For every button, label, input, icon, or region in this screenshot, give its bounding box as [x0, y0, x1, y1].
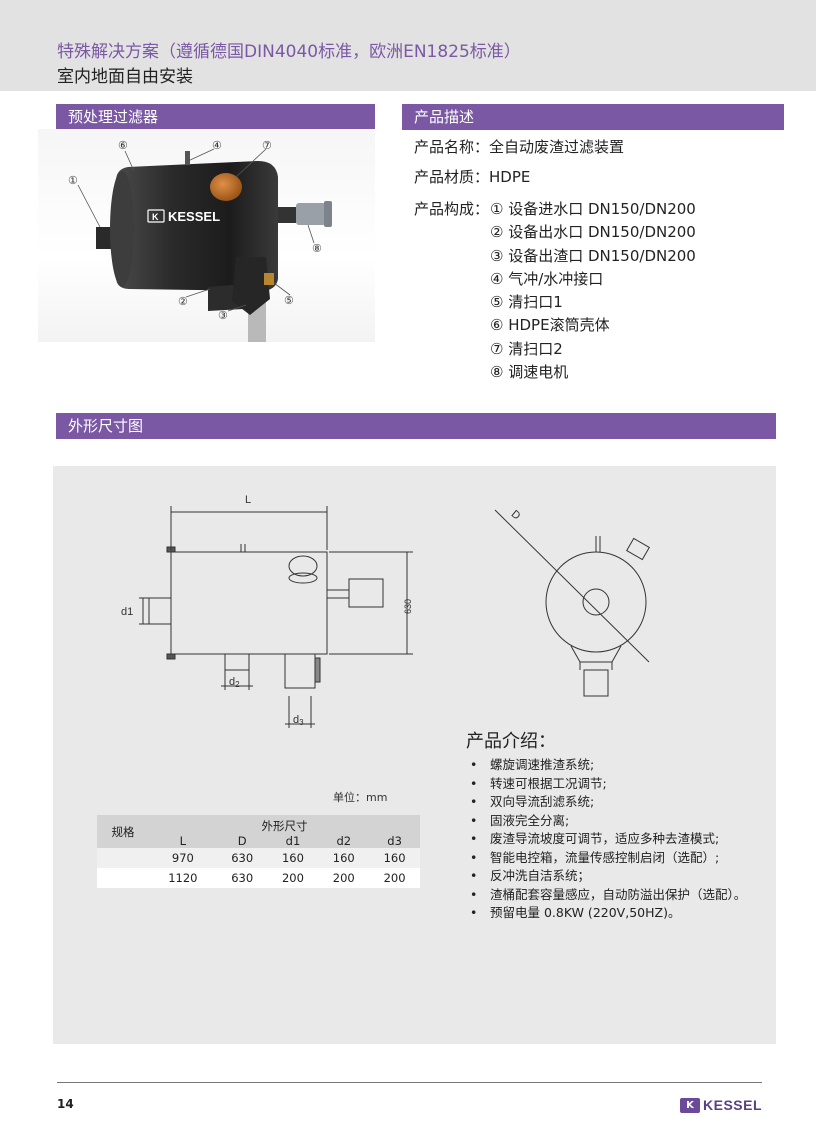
slag-outlet — [232, 257, 270, 315]
section-bar-dimension-drawing: 外形尺寸图 — [56, 413, 776, 439]
dim-label-L: L — [245, 494, 251, 506]
table-cell: 200 — [281, 871, 304, 885]
section-bar-pretreatment: 预处理过滤器 — [56, 104, 375, 130]
callout-2: ② — [178, 296, 188, 308]
technical-drawing: L d1 d2 d3 D 630 — [121, 494, 650, 728]
table-cell: 970 — [171, 851, 194, 865]
drawing-motor — [348, 578, 384, 608]
product-material-label: 产品材质： — [414, 168, 490, 186]
product-name-label: 产品名称： — [414, 138, 490, 156]
page-number: 14 — [57, 1097, 74, 1111]
header-band — [0, 0, 816, 91]
dim-label-d2: d2 — [229, 676, 240, 689]
cleanout-1 — [264, 273, 274, 285]
table-header-group: 外形尺寸 — [261, 819, 308, 833]
table-cell: 160 — [383, 851, 406, 865]
outlet-d3 — [284, 654, 316, 689]
dim-label-d1: d1 — [121, 606, 133, 618]
component-item: ⑦ 清扫口2 — [490, 339, 563, 358]
product-photo: K KESSEL ① ② ③ ④ ⑤ ⑥ ⑦ ⑧ — [38, 129, 375, 342]
kessel-logo-icon: K — [680, 1097, 700, 1113]
product-composition-label: 产品构成： — [414, 200, 490, 218]
motor-mount — [278, 207, 296, 223]
intro-item: •废渣导流坡度可调节，适应多种去渣模式; — [470, 831, 720, 846]
inlet-d1 — [148, 597, 172, 625]
component-list: ① 设备进水口 DN150/DN200 ② 设备出水口 DN150/DN200 … — [490, 198, 696, 384]
intro-item: •智能电控箱，流量传感控制启闭（选配）; — [470, 849, 720, 865]
intro-item: •双向导流刮滤系统; — [470, 794, 595, 809]
front-view-circle — [545, 551, 647, 653]
intro-item: •反冲洗自洁系统； — [470, 868, 591, 883]
table-header-d3: d3 — [387, 834, 402, 848]
product-material-row: 产品材质：HDPE — [414, 166, 530, 187]
intro-title: 产品介绍： — [466, 731, 556, 752]
footer-brand-text: KESSEL — [703, 1097, 763, 1113]
table-cell: 200 — [383, 871, 406, 885]
component-item: ③ 设备出渣口 DN150/DN200 — [490, 246, 696, 265]
product-material-value: HDPE — [489, 168, 531, 186]
page-title: 特殊解决方案（遵循德国DIN4040标准，欧洲EN1825标准） — [57, 42, 521, 62]
component-item: ② 设备出水口 DN150/DN200 — [490, 223, 696, 242]
intro-item: •固液完全分离; — [470, 812, 570, 828]
table-cell: 200 — [332, 871, 355, 885]
table-row: 970 630 160 160 160 — [97, 848, 420, 868]
dim-label-d3: d3 — [293, 714, 304, 727]
side-view-body — [170, 551, 328, 655]
intro-list: •螺旋调速推渣系统; •转速可根据工况调节; •双向导流刮滤系统; •固液完全分… — [470, 756, 746, 923]
svg-text:K: K — [152, 212, 159, 222]
table-header-L: L — [179, 834, 187, 848]
table-header-d2: d2 — [336, 834, 352, 848]
intro-item: •螺旋调速推渣系统; — [470, 757, 595, 772]
callout-5: ⑤ — [284, 295, 294, 307]
callout-8: ⑧ — [312, 243, 322, 255]
dimension-table: 规格 外形尺寸 L D d1 d2 d3 970 630 160 160 160… — [97, 815, 420, 888]
callout-3: ③ — [218, 310, 228, 322]
section-bar-description: 产品描述 — [402, 104, 784, 130]
photo-brand-logo: K KESSEL — [147, 209, 220, 224]
unit-label: 单位：mm — [333, 791, 388, 804]
tank-endcap — [110, 171, 134, 287]
drawing-panel — [53, 466, 776, 1044]
component-item: ⑤ 清扫口1 — [490, 293, 563, 312]
intro-item: •转速可根据工况调节; — [470, 775, 607, 791]
photo-brand-text: KESSEL — [168, 209, 220, 224]
dim-label-630: 630 — [403, 599, 413, 614]
table-cell: 630 — [231, 851, 254, 865]
intro-item: •预留电量 0.8KW (220V,50HZ)。 — [470, 905, 681, 920]
component-item: ⑥ HDPE滚筒壳体 — [490, 316, 610, 335]
callout-7: ⑦ — [262, 140, 272, 152]
callout-4: ④ — [212, 140, 222, 152]
table-header-spec: 规格 — [111, 824, 135, 839]
table-row: 1120 630 200 200 200 — [97, 868, 420, 888]
callout-6: ⑥ — [118, 140, 128, 152]
product-name-value: 全自动废渣过滤装置 — [489, 138, 625, 156]
footer-divider — [57, 1082, 762, 1083]
top-port — [185, 151, 190, 165]
page-subtitle: 室内地面自由安装 — [57, 67, 193, 87]
front-view-hopper — [570, 645, 622, 663]
callout-1: ① — [68, 175, 78, 187]
motor — [296, 203, 326, 225]
footer-brand-logo: K KESSEL — [680, 1096, 762, 1114]
intro-item: •渣桶配套容量感应，自动防溢出保护（选配）。 — [470, 886, 747, 902]
component-item: ① 设备进水口 DN150/DN200 — [490, 200, 696, 218]
outlet-d2 — [224, 653, 250, 671]
product-name-row: 产品名称：全自动废渣过滤装置 — [414, 136, 624, 157]
product-illustration: K KESSEL ① ② ③ ④ ⑤ ⑥ ⑦ ⑧ — [68, 140, 332, 342]
table-cell: 160 — [281, 851, 304, 865]
component-item: ⑧ 调速电机 — [490, 363, 569, 382]
table-header-d1: d1 — [285, 834, 301, 848]
dim-label-D: D — [509, 508, 523, 522]
table-cell: 630 — [231, 871, 254, 885]
table-cell: 1120 — [168, 871, 198, 885]
cleanout-cap — [210, 173, 242, 201]
table-header-D: D — [237, 834, 247, 848]
table-cell: 160 — [332, 851, 355, 865]
component-item: ④ 气冲/水冲接口 — [490, 269, 604, 288]
